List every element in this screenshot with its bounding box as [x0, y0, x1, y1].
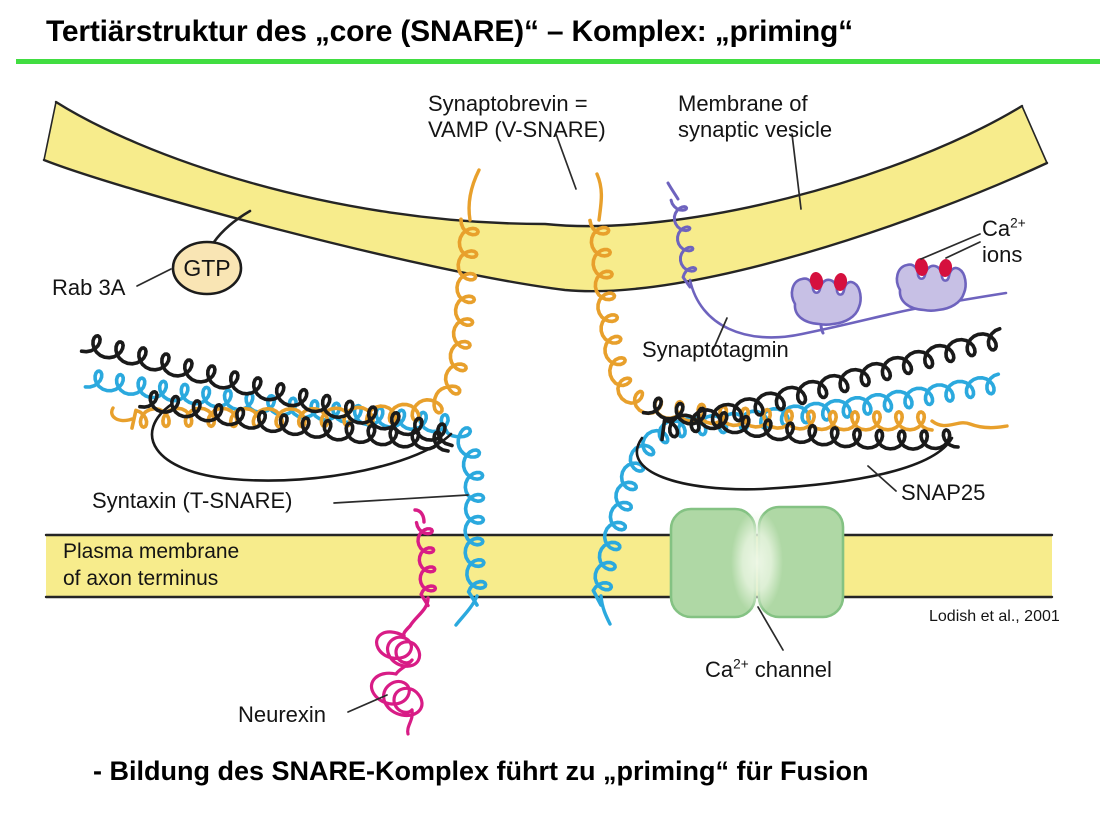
calcium-channel-shape: [669, 505, 845, 619]
synaptobrevin-label-line2: VAMP (V-SNARE): [428, 117, 606, 142]
plasma-membrane-label: Plasma membrane of axon terminus: [63, 538, 239, 592]
rab3a-label: Rab 3A: [52, 275, 126, 300]
synaptobrevin-label-line1: Synaptobrevin =: [428, 91, 588, 116]
synaptobrevin-label: Synaptobrevin = VAMP (V-SNARE): [428, 91, 606, 143]
title-divider: [16, 59, 1100, 64]
vesicle-membrane-label-line2: synaptic vesicle: [678, 117, 833, 142]
rab3a-gtp-shape: [171, 209, 252, 296]
credit-label: Lodish et al., 2001: [929, 608, 1060, 625]
vesicle-membrane-label: Membrane of synaptic vesicle: [678, 91, 832, 143]
vesicle-membrane-label-line1: Membrane of: [678, 91, 808, 116]
neurexin-label: Neurexin: [238, 702, 327, 727]
slide-title: Tertiärstruktur des „core (SNARE)“ – Kom…: [46, 15, 853, 48]
calcium-ions-label-line2: ions: [982, 242, 1023, 267]
synaptotagmin-label: Synaptotagmin: [642, 337, 789, 362]
neurexin-strand: [369, 508, 438, 736]
calcium-channel-label: Ca2+ channel: [705, 656, 832, 682]
gtp-label: GTP: [183, 255, 231, 281]
syntaxin-label: Syntaxin (T-SNARE): [92, 488, 293, 513]
pointer-lines: [136, 133, 981, 713]
snap25-label: SNAP25: [901, 480, 986, 505]
calcium-ions-label-line1: Ca2+: [982, 215, 1026, 241]
calcium-ions-label: Ca2+ ions: [982, 216, 1026, 268]
vesicle-membrane-shape: [42, 100, 1049, 293]
calcium-ion-shapes: [809, 258, 953, 291]
plasma-membrane-label-line2: of axon terminus: [63, 567, 219, 590]
caption: - Bildung des SNARE-Komplex führt zu „pr…: [93, 756, 869, 786]
plasma-membrane-label-line1: Plasma membrane: [63, 540, 240, 563]
snare-complex-coils: [79, 168, 1009, 627]
